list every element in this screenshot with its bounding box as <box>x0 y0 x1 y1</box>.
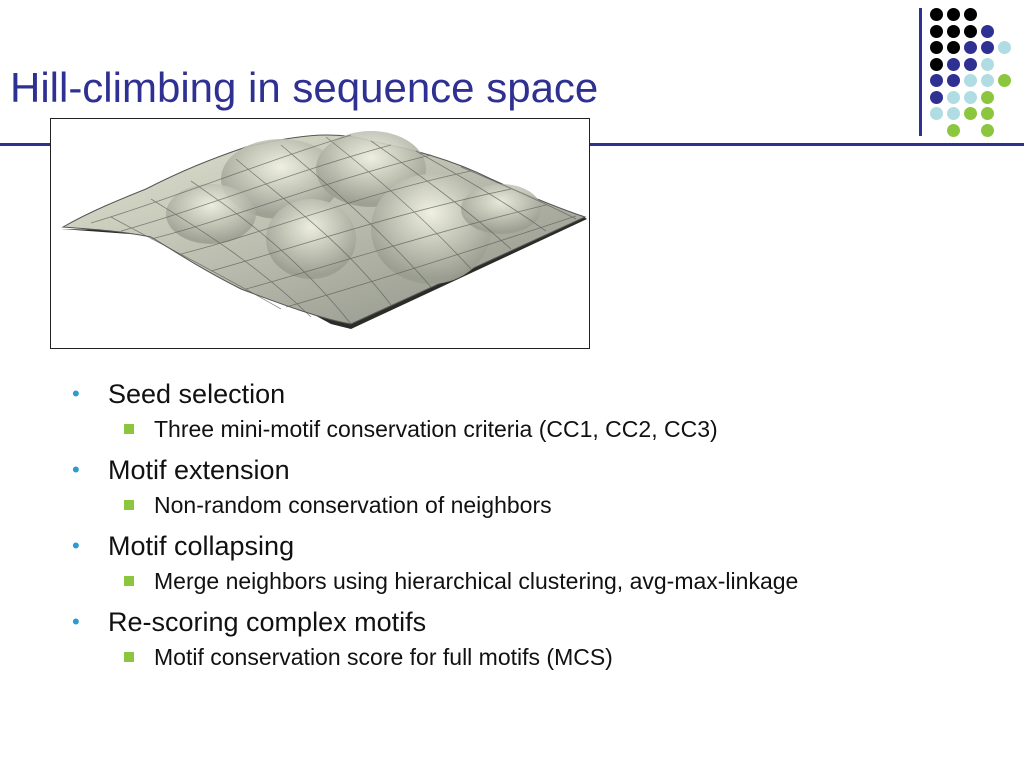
bullet-list: • Seed selection Three mini-motif conser… <box>70 370 1010 674</box>
decor-dot <box>947 74 960 87</box>
decor-dot <box>947 41 960 54</box>
decor-dot <box>981 57 994 71</box>
bullet-item: • Re-scoring complex motifs <box>70 604 1010 640</box>
decor-dot <box>930 41 943 54</box>
sub-bullet-text: Non-random conservation of neighbors <box>154 492 552 518</box>
bullet-text: Seed selection <box>108 379 286 409</box>
square-bullet-icon <box>124 424 134 434</box>
bullet-dot-icon: • <box>72 381 80 406</box>
bullet-item: • Seed selection <box>70 376 1010 412</box>
bullet-text: Re-scoring complex motifs <box>108 607 427 637</box>
decor-dot <box>964 107 977 120</box>
decor-dot <box>947 24 960 38</box>
sub-bullet-item: Three mini-motif conservation criteria (… <box>70 412 1010 446</box>
bullet-item: • Motif collapsing <box>70 528 1010 564</box>
landscape-surface-icon <box>61 131 587 329</box>
decor-dot <box>947 123 960 137</box>
decor-dot <box>981 74 994 87</box>
bullet-text: Motif extension <box>108 455 290 485</box>
sub-bullet-text: Three mini-motif conservation criteria (… <box>154 416 718 442</box>
sub-bullet-text: Motif conservation score for full motifs… <box>154 644 613 670</box>
square-bullet-icon <box>124 576 134 586</box>
decor-dot <box>947 57 960 71</box>
square-bullet-icon <box>124 500 134 510</box>
decor-dot <box>981 90 994 104</box>
bullet-dot-icon: • <box>72 609 80 634</box>
decor-dot <box>964 90 977 104</box>
decor-dot <box>964 41 977 54</box>
bullet-dot-icon: • <box>72 533 80 558</box>
sub-bullet-item: Non-random conservation of neighbors <box>70 488 1010 522</box>
decor-dot <box>930 57 943 71</box>
decor-dot <box>981 123 994 137</box>
decor-dot <box>947 90 960 104</box>
corner-dot-grid <box>926 7 1022 137</box>
decor-dot <box>947 107 960 120</box>
fitness-landscape-image <box>50 118 590 349</box>
decor-dot <box>964 24 977 38</box>
decor-dot <box>981 41 994 54</box>
decor-dot <box>930 74 943 87</box>
decor-dot <box>930 24 943 38</box>
corner-vertical-rule <box>919 8 922 136</box>
decor-dot <box>981 24 994 38</box>
square-bullet-icon <box>124 652 134 662</box>
bullet-item: • Motif extension <box>70 452 1010 488</box>
decor-dot <box>930 107 943 120</box>
sub-bullet-item: Motif conservation score for full motifs… <box>70 640 1010 674</box>
decor-dot <box>947 8 960 21</box>
decor-dot <box>964 8 977 21</box>
decor-dot <box>998 74 1011 87</box>
decor-dot <box>998 41 1011 54</box>
sub-bullet-item: Merge neighbors using hierarchical clust… <box>70 564 1010 598</box>
decor-dot <box>964 57 977 71</box>
decor-dot <box>930 8 943 21</box>
bullet-dot-icon: • <box>72 457 80 482</box>
decor-dot <box>930 90 943 104</box>
bullet-text: Motif collapsing <box>108 531 295 561</box>
slide-title: Hill-climbing in sequence space <box>10 64 599 111</box>
decor-dot <box>981 107 994 120</box>
decor-dot <box>964 74 977 87</box>
sub-bullet-text: Merge neighbors using hierarchical clust… <box>154 568 799 594</box>
